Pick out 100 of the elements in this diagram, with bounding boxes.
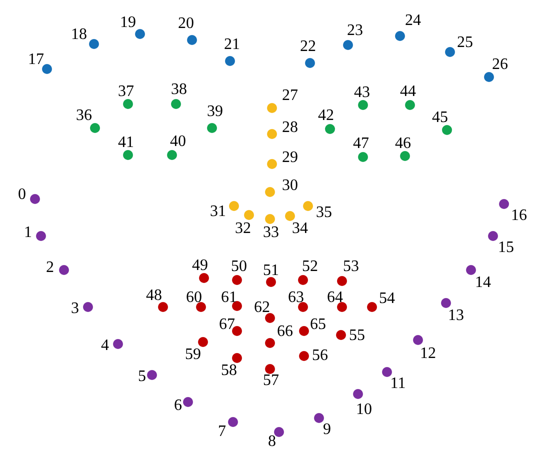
landmark-number: 34 (292, 221, 308, 237)
landmark-number: 56 (312, 348, 328, 364)
landmark-dot (123, 150, 133, 160)
landmark-number: 41 (118, 135, 134, 151)
landmark-dot (228, 417, 238, 427)
landmark-number: 17 (28, 52, 44, 68)
landmark-dot (265, 338, 275, 348)
landmark-number: 19 (120, 15, 136, 31)
landmark-number: 39 (207, 104, 223, 120)
landmark-dot (336, 330, 346, 340)
landmark-dot (499, 199, 509, 209)
landmark-number: 0 (18, 187, 26, 203)
landmark-number: 28 (282, 120, 298, 136)
landmark-number: 35 (316, 205, 332, 221)
landmark-dot (325, 124, 335, 134)
landmark-number: 20 (178, 16, 194, 32)
landmark-number: 10 (356, 402, 372, 418)
landmark-dot (267, 103, 277, 113)
landmark-dot (196, 302, 206, 312)
landmark-dot (187, 35, 197, 45)
landmark-number: 40 (170, 134, 186, 150)
landmark-number: 46 (395, 136, 411, 152)
landmark-dot (244, 210, 254, 220)
landmark-dot (303, 201, 313, 211)
landmark-dot (265, 214, 275, 224)
landmark-number: 32 (235, 221, 251, 237)
landmark-number: 62 (254, 300, 270, 316)
landmark-dot (123, 99, 133, 109)
landmark-number: 63 (288, 290, 304, 306)
landmark-number: 36 (76, 108, 92, 124)
landmark-dot (232, 301, 242, 311)
landmark-dot (147, 370, 157, 380)
landmark-number: 31 (210, 204, 226, 220)
landmark-number: 33 (263, 225, 279, 241)
landmark-number: 13 (448, 308, 464, 324)
landmark-dot (337, 302, 347, 312)
landmark-number: 6 (174, 398, 182, 414)
landmark-dot (266, 277, 276, 287)
landmark-number: 9 (323, 422, 331, 438)
landmark-number: 66 (277, 324, 293, 340)
landmark-dot (488, 231, 498, 241)
landmark-number: 1 (24, 225, 32, 241)
landmark-number: 55 (349, 328, 365, 344)
landmark-number: 8 (268, 434, 276, 450)
landmark-dot (337, 276, 347, 286)
landmark-dot (405, 100, 415, 110)
landmark-number: 42 (318, 108, 334, 124)
landmark-dot (466, 265, 476, 275)
landmark-dot (36, 231, 46, 241)
landmark-dot (274, 427, 284, 437)
landmark-dot (367, 302, 377, 312)
landmark-dot (167, 150, 177, 160)
landmark-number: 57 (263, 373, 279, 389)
landmark-number: 67 (219, 317, 235, 333)
landmark-number: 24 (405, 13, 421, 29)
landmark-number: 21 (224, 37, 240, 53)
landmark-number: 26 (492, 57, 508, 73)
landmark-dot (299, 351, 309, 361)
landmark-number: 50 (231, 259, 247, 275)
landmark-dot (232, 275, 242, 285)
landmark-dot (395, 31, 405, 41)
landmark-number: 14 (475, 275, 491, 291)
landmark-dot (207, 123, 217, 133)
landmark-number: 54 (379, 291, 395, 307)
landmark-dot (445, 47, 455, 57)
landmark-dot (305, 58, 315, 68)
landmark-number: 58 (221, 363, 237, 379)
landmark-dot (353, 389, 363, 399)
landmark-number: 37 (118, 84, 134, 100)
landmark-dot (267, 129, 277, 139)
landmark-dot (400, 151, 410, 161)
landmark-dot (30, 194, 40, 204)
landmark-dot (484, 72, 494, 82)
landmark-dot (285, 211, 295, 221)
landmark-dot (382, 367, 392, 377)
landmark-dot (267, 159, 277, 169)
landmark-dot (225, 56, 235, 66)
landmark-dot (441, 298, 451, 308)
landmark-number: 18 (71, 27, 87, 43)
landmark-number: 51 (263, 263, 279, 279)
landmark-dot (442, 125, 452, 135)
landmark-number: 3 (71, 301, 79, 317)
landmark-dot (171, 99, 181, 109)
landmark-dot (413, 335, 423, 345)
landmark-number: 59 (185, 347, 201, 363)
landmark-number: 16 (511, 208, 527, 224)
landmark-number: 4 (101, 338, 109, 354)
landmark-dot (229, 201, 239, 211)
landmark-dot (158, 302, 168, 312)
landmark-number: 43 (354, 85, 370, 101)
landmark-dot (90, 123, 100, 133)
landmark-number: 44 (400, 84, 416, 100)
landmark-number: 2 (46, 260, 54, 276)
landmark-number: 11 (390, 376, 406, 392)
landmark-dot (265, 313, 275, 323)
landmark-number: 27 (282, 88, 298, 104)
landmark-number: 5 (138, 369, 146, 385)
landmark-number: 30 (282, 178, 298, 194)
landmark-number: 47 (353, 136, 369, 152)
landmark-number: 53 (343, 259, 359, 275)
